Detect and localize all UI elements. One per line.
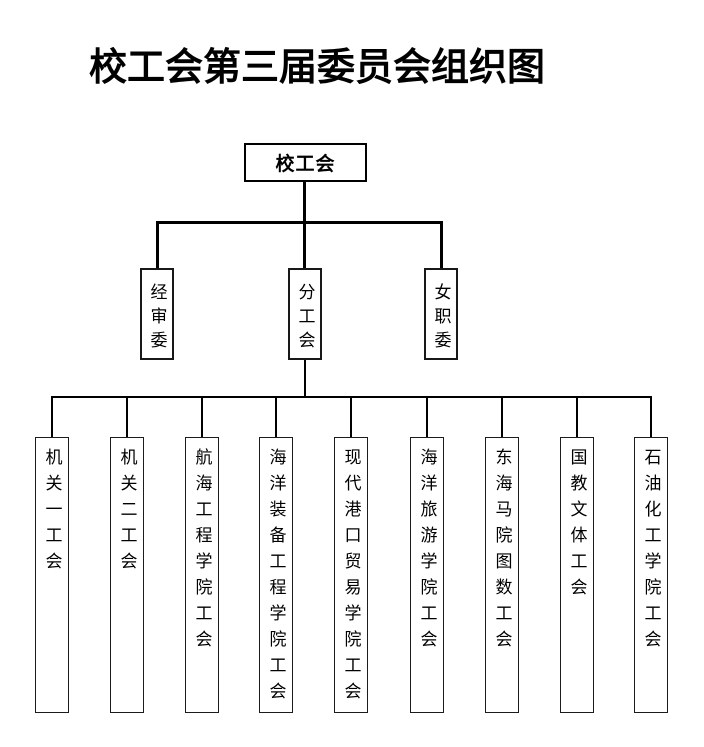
connector-drop-union-6 xyxy=(426,396,428,437)
connector-drop-union-2 xyxy=(126,396,128,437)
chart-title: 校工会第三届委员会组织图 xyxy=(89,47,546,89)
org-node-office-union-2: 机关二工会 xyxy=(110,437,144,713)
org-node-label: 分工会 xyxy=(295,283,315,355)
connector-drop-audit-committee xyxy=(156,221,159,268)
connector-drop-union-5 xyxy=(350,396,352,437)
connector-drop-union-4 xyxy=(275,396,277,437)
connector-branch-union-stem xyxy=(304,360,306,397)
org-node-donghai-marx-library-union: 东海马院图数工会 xyxy=(485,437,519,713)
org-node-intl-edu-culture-sports-union: 国教文体工会 xyxy=(560,437,594,713)
org-node-label: 校工会 xyxy=(275,154,336,175)
connector-drop-union-3 xyxy=(201,396,203,437)
org-node-label: 经审委 xyxy=(147,283,167,355)
org-node-label: 石油化工学院工会 xyxy=(641,448,661,656)
org-node-label: 现代港口贸易学院工会 xyxy=(341,448,361,708)
org-node-branch-union: 分工会 xyxy=(288,268,322,360)
org-node-audit-committee: 经审委 xyxy=(140,268,174,360)
connector-drop-women-committee xyxy=(440,221,443,268)
org-node-office-union-1: 机关一工会 xyxy=(35,437,69,713)
connector-root-stem xyxy=(303,182,306,268)
connector-drop-union-7 xyxy=(501,396,503,437)
connector-drop-union-9 xyxy=(650,396,652,437)
org-node-modern-port-trade-college-union: 现代港口贸易学院工会 xyxy=(334,437,368,713)
org-node-women-committee: 女职委 xyxy=(424,268,458,360)
connector-drop-union-8 xyxy=(576,396,578,437)
org-node-label: 海洋装备工程学院工会 xyxy=(266,448,286,708)
connector-committees-rail xyxy=(156,221,443,224)
org-node-label: 东海马院图数工会 xyxy=(492,448,512,656)
org-node-label: 航海工程学院工会 xyxy=(192,448,212,656)
org-node-root: 校工会 xyxy=(244,143,367,182)
org-node-navigation-college-union: 航海工程学院工会 xyxy=(185,437,219,713)
org-node-label: 女职委 xyxy=(431,283,451,355)
org-node-label: 机关二工会 xyxy=(117,448,137,578)
org-node-petrochemical-college-union: 石油化工学院工会 xyxy=(634,437,668,713)
org-node-marine-tourism-college-union: 海洋旅游学院工会 xyxy=(410,437,444,713)
connector-drop-union-1 xyxy=(51,396,53,437)
org-node-label: 国教文体工会 xyxy=(567,448,587,604)
org-node-marine-equipment-college-union: 海洋装备工程学院工会 xyxy=(259,437,293,713)
org-node-label: 机关一工会 xyxy=(42,448,62,578)
org-node-label: 海洋旅游学院工会 xyxy=(417,448,437,656)
